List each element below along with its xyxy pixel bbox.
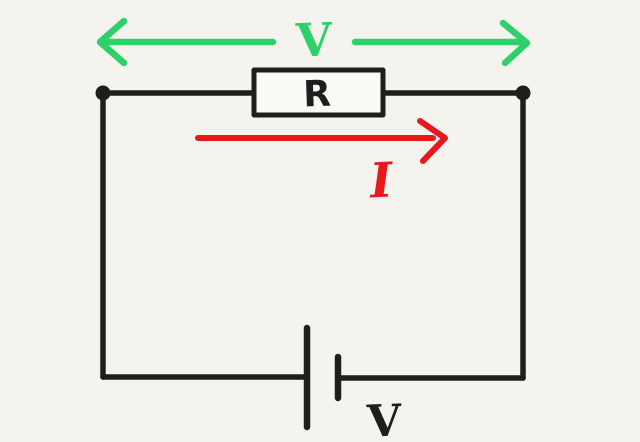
voltage-label: V: [294, 12, 334, 67]
voltage-arrow-right-head-icon: [499, 19, 531, 67]
current-label: I: [367, 152, 396, 209]
resistor-box: [251, 67, 386, 118]
junction-node-left: [95, 85, 111, 101]
current-arrow: [195, 118, 448, 164]
junction-node-right: [515, 85, 531, 101]
resistor-label: R: [302, 74, 331, 116]
resistor: R: [251, 67, 386, 118]
voltage-arrow-left-head-icon: [96, 17, 128, 67]
battery-voltage-label: V: [365, 395, 403, 442]
battery: [303, 324, 342, 431]
voltage-span-arrow: [96, 17, 531, 67]
current-arrow-head-icon: [417, 118, 448, 164]
